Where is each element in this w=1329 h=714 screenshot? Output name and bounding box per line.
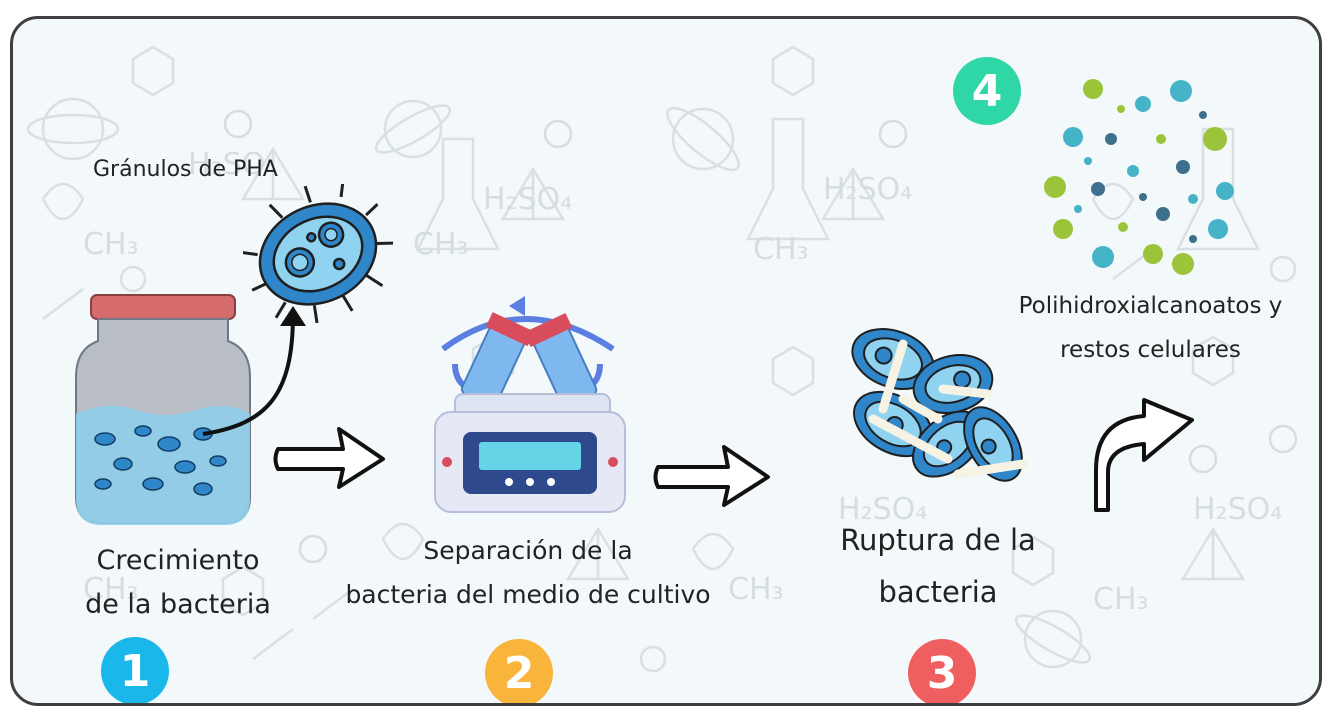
arrow-icon (273, 427, 385, 489)
svg-text:CH₃: CH₃ (83, 227, 139, 262)
svg-text:CH₃: CH₃ (753, 232, 809, 267)
broken-bacteria-icon (851, 328, 1028, 482)
svg-text:H₂SO₄: H₂SO₄ (838, 492, 927, 527)
step3-label-line1: Ruptura de la (840, 523, 1036, 557)
curved-arrow-icon (202, 306, 306, 436)
svg-text:CH₃: CH₃ (728, 572, 784, 607)
bacterium-icon (243, 184, 393, 324)
svg-text:H₂SO₄: H₂SO₄ (1193, 492, 1282, 527)
step1-label-line1: Crecimiento (96, 545, 260, 576)
pha-particles-icon (1044, 79, 1234, 275)
step3-label-line2: bacteria (878, 575, 998, 609)
chemistry-background-pattern: H₂SO₄ H₂SO₄ H₂SO₄ H₂SO₄ H₂SO₄ CH₃ CH₃ CH… (26, 45, 1298, 673)
svg-text:CH₃: CH₃ (83, 572, 139, 607)
curved-up-arrow-icon (1094, 398, 1194, 512)
step1-badge: 1 (101, 637, 169, 703)
step2-badge: 2 (485, 639, 553, 703)
step4-label-line1: Polihidroxialcanoatos y (1018, 293, 1283, 319)
centrifuge-icon (434, 296, 626, 513)
step4-label-line2: restos celulares (1060, 337, 1241, 363)
svg-text:CH₃: CH₃ (1093, 582, 1149, 617)
svg-text:H₂SO₄: H₂SO₄ (823, 172, 912, 207)
svg-text:CH₃: CH₃ (413, 227, 469, 262)
step2-label: Separación de la bacteria del medio de c… (308, 529, 748, 617)
step4-badge: 4 (953, 57, 1021, 125)
step1-label-line2: de la bacteria (85, 589, 271, 620)
arrow-icon (653, 445, 770, 507)
process-panel: H₂SO₄ H₂SO₄ H₂SO₄ H₂SO₄ H₂SO₄ CH₃ CH₃ CH… (10, 16, 1322, 706)
svg-text:H₂SO₄: H₂SO₄ (188, 147, 277, 182)
step3-badge: 3 (908, 639, 976, 703)
step1-label: Crecimiento de la bacteria (63, 539, 293, 627)
step3-label: Ruptura de la bacteria (813, 514, 1063, 618)
step2-label-line2: bacteria del medio de cultivo (345, 580, 711, 609)
svg-text:H₂SO₄: H₂SO₄ (483, 182, 572, 217)
granulos-label: Gránulos de PHA (93, 157, 278, 182)
step2-label-line1: Separación de la (423, 536, 633, 565)
step4-label: Polihidroxialcanoatos y restos celulares (978, 284, 1319, 372)
jar-icon (75, 294, 251, 525)
